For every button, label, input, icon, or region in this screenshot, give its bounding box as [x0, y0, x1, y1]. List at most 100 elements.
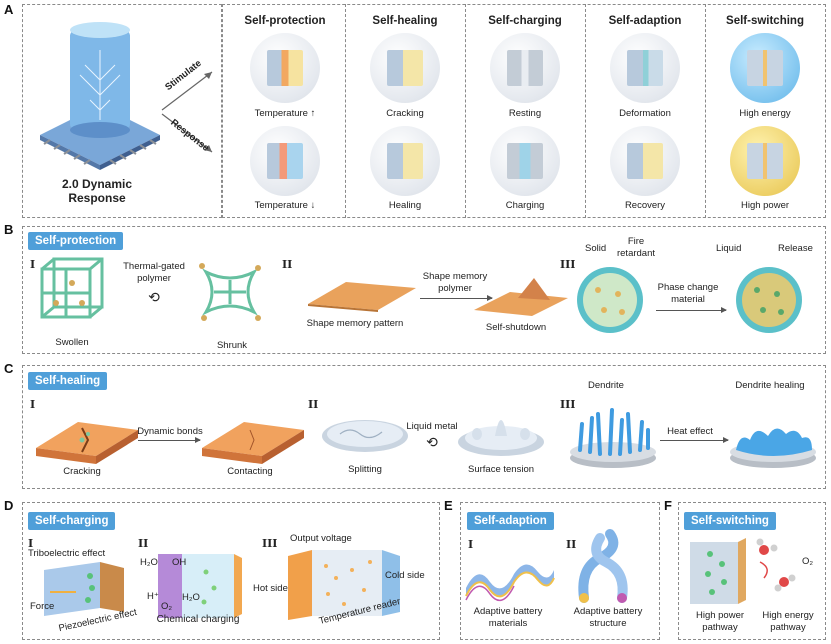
panel-a-right-box — [222, 4, 826, 218]
c-ii-right-label: Surface tension — [467, 464, 535, 475]
b-iii-liquid: Liquid — [716, 243, 742, 254]
liquid-capsule — [736, 267, 802, 333]
solid-capsule — [577, 267, 643, 333]
thermoelectric-block — [288, 550, 400, 620]
surface-tension-droplet — [458, 420, 544, 456]
panel-c-badge: Self-healing — [28, 372, 108, 390]
panel-d-badge: Self-charging — [28, 512, 116, 530]
f-right-2: pathway — [770, 622, 806, 633]
shrunk-lattice — [199, 263, 261, 321]
d-ii-h2o-b: H₂O — [182, 592, 200, 603]
col5-bottom-label: High power — [740, 200, 790, 211]
e-i-caption-1: Adaptive battery — [473, 606, 543, 617]
col5-top-cube — [747, 50, 783, 86]
col1-top-label: Temperature ↑ — [254, 108, 316, 119]
b-iii-arrow — [656, 306, 727, 314]
c-ii-cycle-icon: ⟲ — [426, 434, 438, 450]
col-title-self-switching: Self-switching — [726, 15, 804, 27]
e-i-caption-2: materials — [488, 618, 528, 629]
col2-bottom-circle — [370, 126, 440, 196]
col-divider-3 — [585, 4, 586, 218]
d-ii-caption: Chemical charging — [156, 614, 240, 625]
contacting-slab — [202, 422, 304, 464]
col-title-self-charging: Self-charging — [488, 15, 562, 27]
c-i-roman: I — [30, 398, 36, 411]
splitting-droplets — [322, 420, 408, 452]
panel-d-letter: D — [4, 498, 14, 513]
col5-bottom-circle — [730, 126, 800, 196]
d-iii-roman: III — [262, 537, 278, 550]
d-i-roman: I — [28, 537, 34, 550]
col-title-self-healing: Self-healing — [372, 15, 438, 27]
c-ii-roman: II — [308, 398, 319, 411]
panel-a-left-title: 2.0 Dynamic Response — [61, 177, 133, 205]
col1-bottom-cube — [267, 143, 303, 179]
b-iii-arrow-label-1: Phase change — [657, 282, 719, 293]
e-ii-caption-2: structure — [589, 618, 627, 629]
b-i-left-label: Swollen — [55, 337, 89, 348]
panel-c-letter: C — [4, 361, 14, 376]
col-divider-2 — [465, 4, 466, 218]
c-iii-right-label: Dendrite healing — [735, 380, 805, 391]
panel-e-box — [460, 502, 660, 640]
col3-bottom-cube — [507, 143, 543, 179]
chemical-charging-block — [158, 554, 242, 618]
panel-b-box — [22, 226, 826, 354]
d-iii-hot: Hot side — [253, 583, 288, 594]
e-ii-caption-1: Adaptive battery — [573, 606, 643, 617]
b-iii-fire-1: Fire — [627, 236, 645, 247]
panel-c-box — [22, 365, 826, 489]
col4-top-cube — [627, 50, 663, 86]
o2-molecules — [756, 538, 796, 592]
d-ii-h2o: H₂O — [140, 557, 158, 568]
col4-bottom-cube — [627, 143, 663, 179]
col1-top-circle — [250, 33, 320, 103]
col1-bottom-circle — [250, 126, 320, 196]
c-i-left-label: Cracking — [63, 466, 101, 477]
c-iii-left-label: Dendrite — [588, 380, 624, 391]
col2-top-cube — [387, 50, 423, 86]
col-divider-4 — [705, 4, 706, 218]
col5-top-circle — [730, 33, 800, 103]
b-iii-release: Release — [778, 243, 813, 254]
self-shutdown-sheet — [474, 278, 568, 316]
b-i-arrow-label-1: Thermal-gated — [123, 261, 185, 272]
tribo-piezo-block — [44, 562, 124, 616]
d-ii-h: H⁺ — [147, 591, 159, 602]
col4-bottom-label: Recovery — [624, 200, 666, 211]
panel-b-badge: Self-protection — [28, 232, 124, 250]
c-i-right-label: Contacting — [227, 466, 273, 477]
f-right-1: High energy — [762, 610, 814, 621]
panel-a-left-box — [22, 4, 222, 218]
col3-bottom-circle — [490, 126, 560, 196]
c-ii-left-label: Splitting — [348, 464, 382, 475]
col4-bottom-circle — [610, 126, 680, 196]
col2-bottom-cube — [387, 143, 423, 179]
shape-memory-sheet — [308, 282, 416, 312]
dendrite-healing-disc — [730, 428, 816, 468]
d-ii-oh: OH — [172, 557, 187, 568]
panel-d-box — [22, 502, 440, 640]
b-ii-arrow-label-1: Shape memory — [422, 271, 488, 282]
panel-e-letter: E — [444, 498, 453, 513]
b-iii-roman: III — [560, 258, 576, 271]
d-ii-roman: II — [138, 537, 149, 550]
e-i-roman: I — [468, 538, 474, 551]
panel-f-badge: Self-switching — [684, 512, 776, 530]
col2-top-label: Cracking — [386, 108, 424, 119]
d-iii-cold: Cold side — [385, 570, 425, 581]
col1-top-cube — [267, 50, 303, 86]
c-ii-arrow-label: Liquid metal — [406, 421, 458, 432]
panel-f-letter: F — [664, 498, 672, 513]
b-ii-arrow-label-2: polymer — [438, 283, 472, 294]
stimulate-response-arrows — [161, 71, 213, 153]
col4-top-label: Deformation — [619, 108, 671, 119]
col1-bottom-label: Temperature ↓ — [254, 200, 316, 211]
col4-top-circle — [610, 33, 680, 103]
panel-f-box — [678, 502, 826, 640]
c-i-arrow — [138, 436, 201, 444]
c-i-arrow-label: Dynamic bonds — [137, 426, 203, 437]
f-left-1: High power — [695, 610, 745, 621]
c-iii-arrow — [660, 436, 729, 444]
b-i-right-label: Shrunk — [216, 340, 248, 351]
